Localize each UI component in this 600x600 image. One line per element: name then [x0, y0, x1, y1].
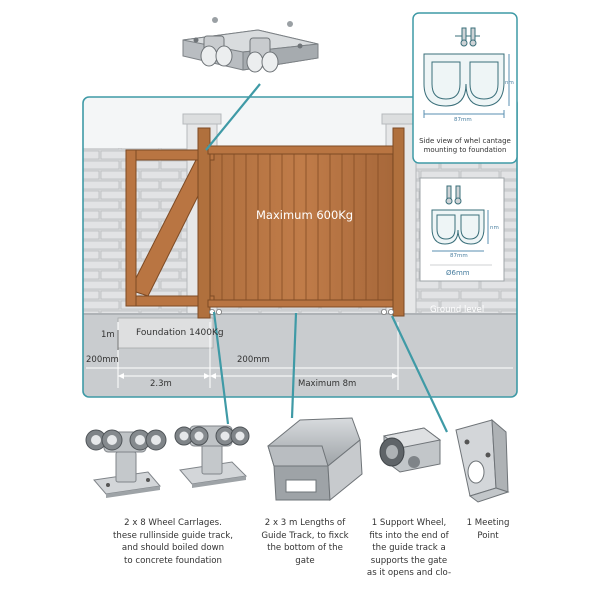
inset-top-caption: Side view of whel cantage mounting to fo…	[419, 137, 511, 154]
dim-200mm-mid: 200mm	[237, 355, 270, 365]
dim-200mm-left: 200mm	[86, 355, 119, 365]
inset-small-drawing	[430, 185, 492, 266]
inset-small-height: nm	[490, 225, 499, 231]
foundation-label: Foundation 1400Kg	[136, 328, 224, 338]
caption-wheel-carriages: 2 x 8 Wheel Carrlages. these rullinside …	[113, 518, 233, 566]
inset-top-width: 87mm	[454, 117, 472, 123]
dim-1m: 1m	[101, 330, 115, 340]
inset-top-drawing	[423, 27, 510, 118]
support-wheel-illustration	[379, 427, 442, 473]
dim-2-3m: 2.3m	[150, 379, 172, 389]
wheel-carriage-illustration-2	[174, 425, 250, 488]
dim-max-8m: Maximum 8m	[298, 379, 357, 389]
top-carriage-illustration	[182, 17, 319, 73]
gate	[125, 127, 405, 319]
ground-level-label: Ground level	[430, 305, 485, 315]
caption-support-wheel: 1 Support Wheel, fits into the end of th…	[366, 518, 452, 578]
inset-top-height: nm	[505, 80, 514, 86]
gate-weight-label: Maximum 600Kg	[256, 208, 354, 222]
inset-small-width: 87mm	[450, 253, 468, 259]
guide-track-illustration	[267, 417, 363, 502]
caption-guide-track: 2 x 3 m Lengths of Guide Track, to fixck…	[261, 518, 349, 566]
caption-meeting-point: 1 Meeting Point	[466, 518, 510, 541]
inset-small-diameter: Ø6mm	[446, 269, 470, 277]
wheel-carriage-illustration	[85, 429, 167, 498]
meeting-point-illustration	[455, 418, 510, 503]
